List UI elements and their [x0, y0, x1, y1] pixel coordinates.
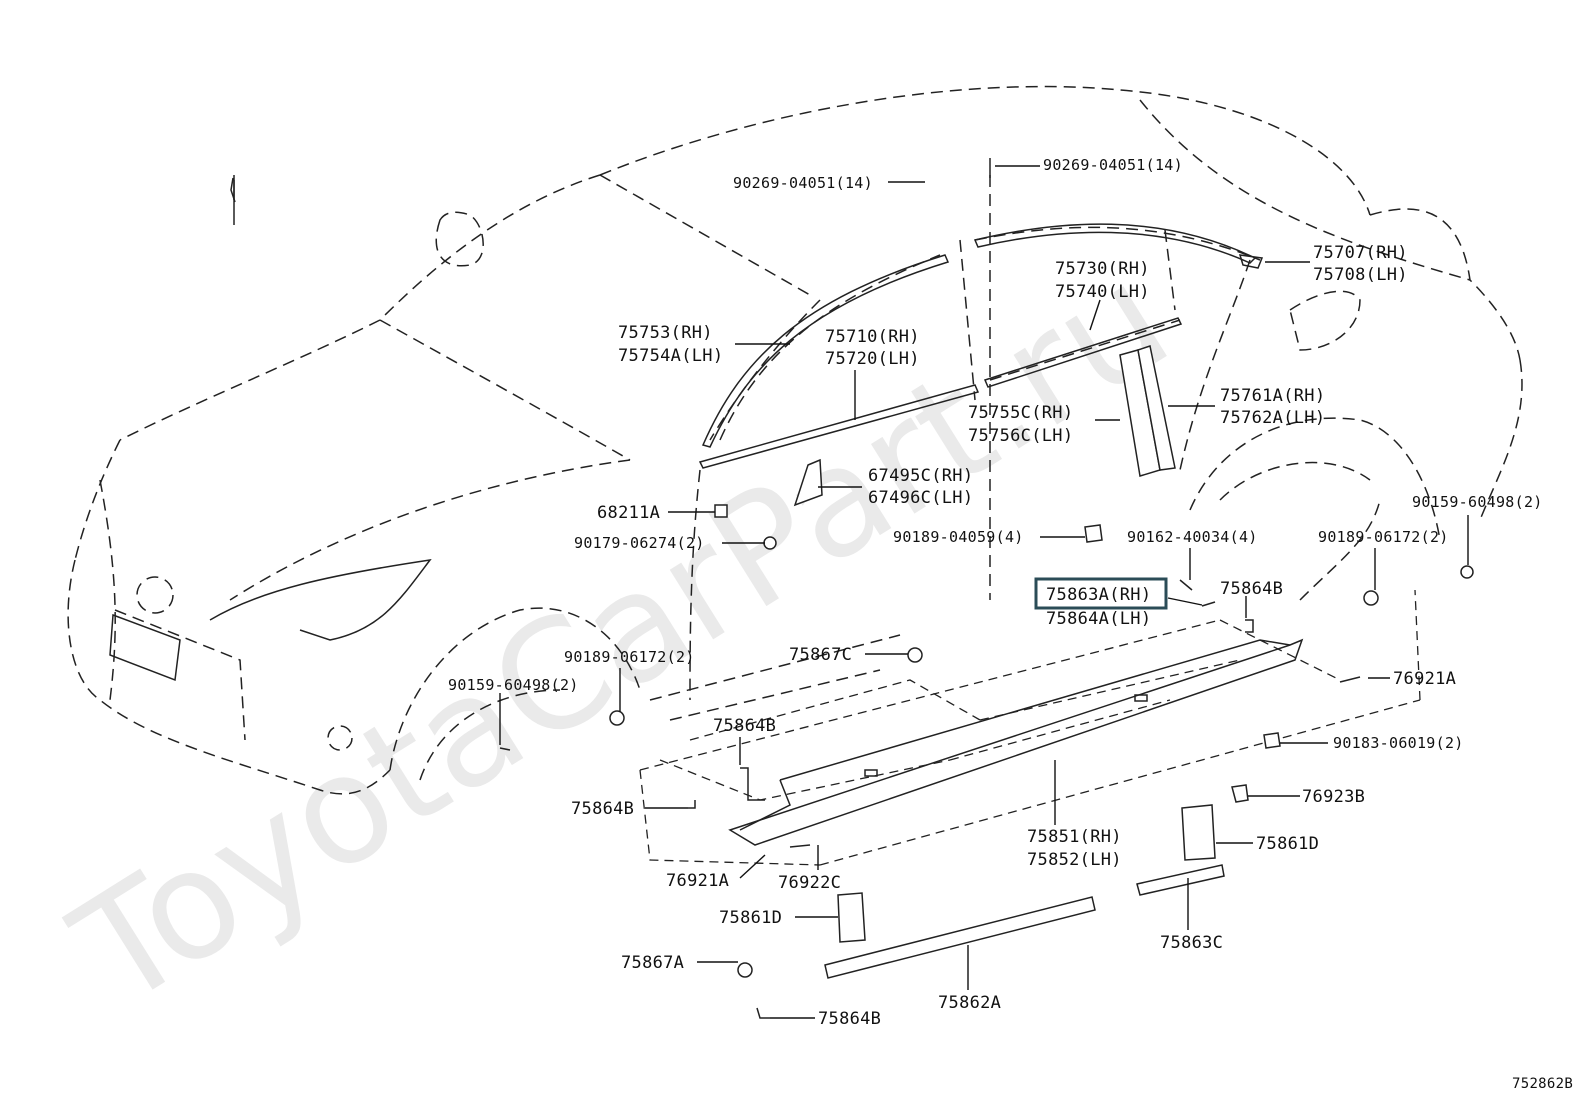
- label-75861d-left[interactable]: 75861D: [719, 908, 782, 928]
- label-75862a[interactable]: 75862A: [938, 993, 1001, 1013]
- label-76921a-right[interactable]: 76921A: [1393, 669, 1456, 689]
- window-mouldings: [698, 223, 1264, 469]
- part-labels: 90269-04051(14) 90269-04051(14) 75707(RH…: [448, 156, 1573, 1092]
- label-75863c[interactable]: 75863C: [1160, 933, 1223, 953]
- label-75867a[interactable]: 75867A: [621, 953, 684, 973]
- label-76923b[interactable]: 76923B: [1302, 787, 1365, 807]
- label-75864b-mid[interactable]: 75864B: [713, 716, 776, 736]
- label-67496c[interactable]: 67496C(LH): [868, 488, 973, 508]
- label-75753[interactable]: 75753(RH): [618, 323, 713, 343]
- label-76922c[interactable]: 76922C: [778, 873, 841, 893]
- label-75863a[interactable]: 75863A(RH): [1046, 585, 1151, 605]
- label-90179[interactable]: 90179-06274(2): [574, 534, 705, 552]
- car-body-outline: [67, 85, 1523, 795]
- label-75762a[interactable]: 75762A(LH): [1220, 408, 1325, 428]
- label-75755c[interactable]: 75755C(RH): [968, 403, 1073, 423]
- label-90159-left[interactable]: 90159-60498(2): [448, 676, 579, 694]
- lower-parts: [230, 158, 1474, 1019]
- label-90269-left[interactable]: 90269-04051(14): [733, 174, 873, 192]
- label-75740[interactable]: 75740(LH): [1055, 282, 1150, 302]
- label-75707[interactable]: 75707(RH): [1313, 243, 1408, 263]
- label-90189-04059[interactable]: 90189-04059(4): [893, 528, 1024, 546]
- label-75730[interactable]: 75730(RH): [1055, 259, 1150, 279]
- label-90183[interactable]: 90183-06019(2): [1333, 734, 1464, 752]
- label-90189-06172-right[interactable]: 90189-06172(2): [1318, 528, 1449, 546]
- label-75861d-right[interactable]: 75861D: [1256, 834, 1319, 854]
- leader-lines: [499, 165, 1469, 1019]
- label-75852[interactable]: 75852(LH): [1027, 850, 1122, 870]
- label-76921a-left[interactable]: 76921A: [666, 871, 729, 891]
- label-90269-right[interactable]: 90269-04051(14): [1043, 156, 1183, 174]
- label-75864b-right[interactable]: 75864B: [1220, 579, 1283, 599]
- label-75710[interactable]: 75710(RH): [825, 327, 920, 347]
- label-75756c[interactable]: 75756C(LH): [968, 426, 1073, 446]
- highlight-box: [1034, 577, 1168, 610]
- label-75867c[interactable]: 75867C: [789, 645, 852, 665]
- label-75708[interactable]: 75708(LH): [1313, 265, 1408, 285]
- diagram-code: 752862B: [1512, 1076, 1573, 1092]
- pillar-garnish: [1119, 345, 1176, 477]
- label-75851[interactable]: 75851(RH): [1027, 827, 1122, 847]
- label-75864a[interactable]: 75864A(LH): [1046, 609, 1151, 629]
- label-75720[interactable]: 75720(LH): [825, 349, 920, 369]
- label-75761a[interactable]: 75761A(RH): [1220, 386, 1325, 406]
- label-67495c[interactable]: 67495C(RH): [868, 466, 973, 486]
- label-75754a[interactable]: 75754A(LH): [618, 346, 723, 366]
- label-75864b-bottom[interactable]: 75864B: [818, 1009, 881, 1029]
- label-90162[interactable]: 90162-40034(4): [1127, 528, 1258, 546]
- mirror-garnish: [793, 458, 823, 507]
- label-90189-06172-left[interactable]: 90189-06172(2): [564, 648, 695, 666]
- label-75864b-left[interactable]: 75864B: [571, 799, 634, 819]
- label-68211a[interactable]: 68211A: [597, 503, 660, 523]
- label-90159-right[interactable]: 90159-60498(2): [1412, 493, 1543, 511]
